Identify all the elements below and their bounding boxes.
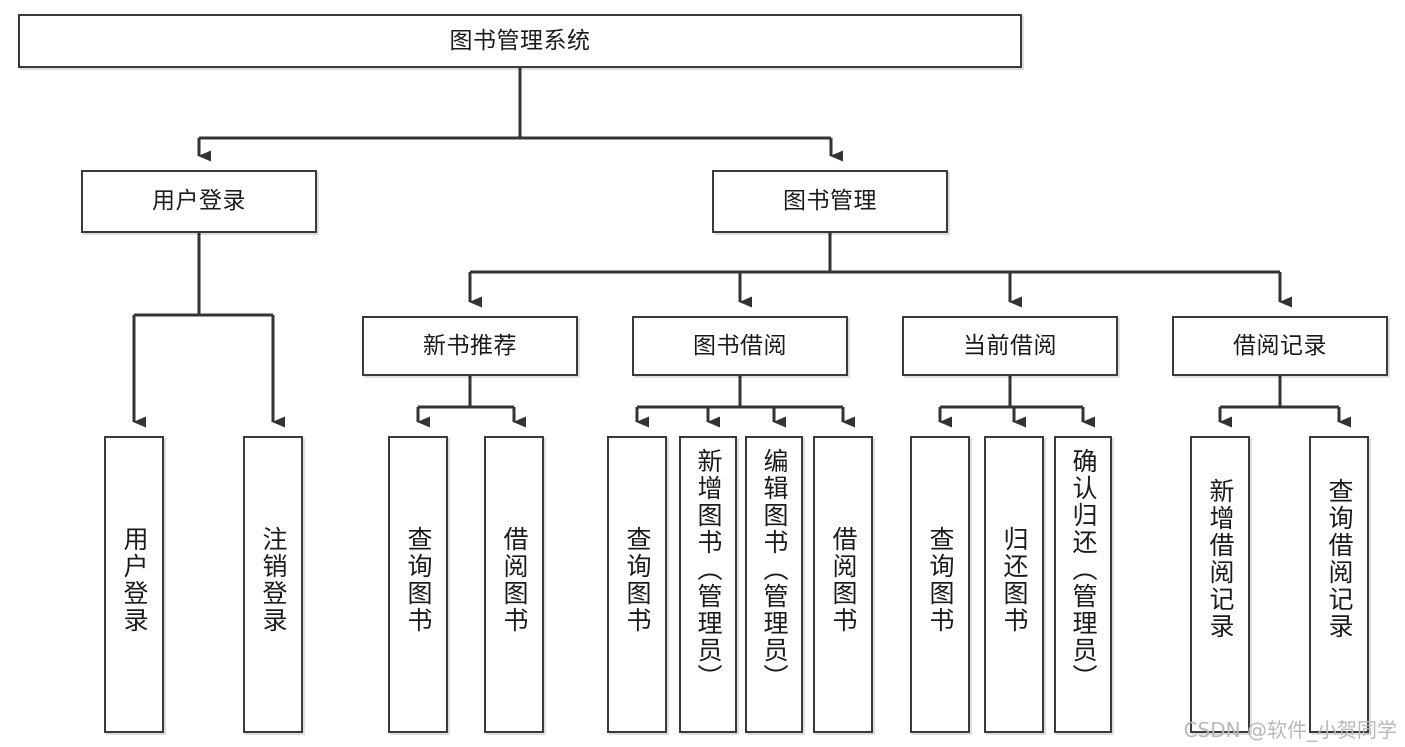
node-leaf-新增图书管理员[interactable]: 新增图书（管理员） — [679, 436, 737, 733]
node-leaf-借阅图书[interactable]: 借阅图书 — [813, 436, 873, 733]
node-用户登录[interactable]: 用户登录 — [81, 170, 317, 233]
node-leaf-归还图书[interactable]: 归还图书 — [984, 436, 1044, 733]
node-label: 借阅记录 — [1233, 332, 1327, 359]
node-label: 归还图书 — [1000, 526, 1029, 634]
node-label: 查询图书 — [926, 526, 955, 634]
node-借阅记录[interactable]: 借阅记录 — [1172, 316, 1388, 376]
node-label: 用户登录 — [152, 188, 246, 214]
node-label: 新增借阅记录 — [1206, 478, 1235, 640]
node-leaf-查询借阅记录[interactable]: 查询借阅记录 — [1309, 436, 1369, 733]
node-label: 查询图书 — [623, 526, 652, 634]
node-label: 图书借阅 — [693, 332, 787, 359]
node-leaf-新增借阅记录[interactable]: 新增借阅记录 — [1190, 436, 1250, 733]
node-label: 新增图书（管理员） — [694, 448, 723, 691]
node-label: 查询借阅记录 — [1325, 478, 1354, 640]
node-leaf-查询图书[interactable]: 查询图书 — [910, 436, 970, 733]
node-label: 当前借阅 — [963, 332, 1057, 359]
node-leaf-编辑图书管理员[interactable]: 编辑图书（管理员） — [745, 436, 803, 733]
node-label: 查询图书 — [404, 526, 433, 634]
node-图书借阅[interactable]: 图书借阅 — [632, 316, 848, 376]
node-leaf-查询图书[interactable]: 查询图书 — [607, 436, 667, 733]
node-新书推荐[interactable]: 新书推荐 — [362, 316, 578, 376]
node-leaf-确认归还管理员[interactable]: 确认归还（管理员） — [1054, 436, 1112, 733]
node-label: 新书推荐 — [423, 332, 517, 359]
node-leaf-借阅图书[interactable]: 借阅图书 — [484, 436, 544, 733]
node-label: 注销登录 — [259, 526, 288, 634]
node-leaf-查询图书[interactable]: 查询图书 — [388, 436, 448, 733]
node-label: 借阅图书 — [829, 526, 858, 634]
node-label: 借阅图书 — [500, 526, 529, 634]
node-label: 编辑图书（管理员） — [760, 448, 789, 691]
node-label: 图书管理 — [783, 188, 877, 214]
node-label: 确认归还（管理员） — [1069, 448, 1098, 691]
node-图书管理[interactable]: 图书管理 — [712, 170, 948, 233]
node-label: 图书管理系统 — [449, 27, 591, 54]
node-leaf-用户登录[interactable]: 用户登录 — [104, 436, 164, 733]
node-root-system[interactable]: 图书管理系统 — [18, 14, 1022, 68]
csdn-watermark: CSDN @软件_小贺同学 — [1183, 718, 1397, 742]
node-当前借阅[interactable]: 当前借阅 — [902, 316, 1118, 376]
node-leaf-注销登录[interactable]: 注销登录 — [243, 436, 303, 733]
node-label: 用户登录 — [120, 526, 149, 634]
